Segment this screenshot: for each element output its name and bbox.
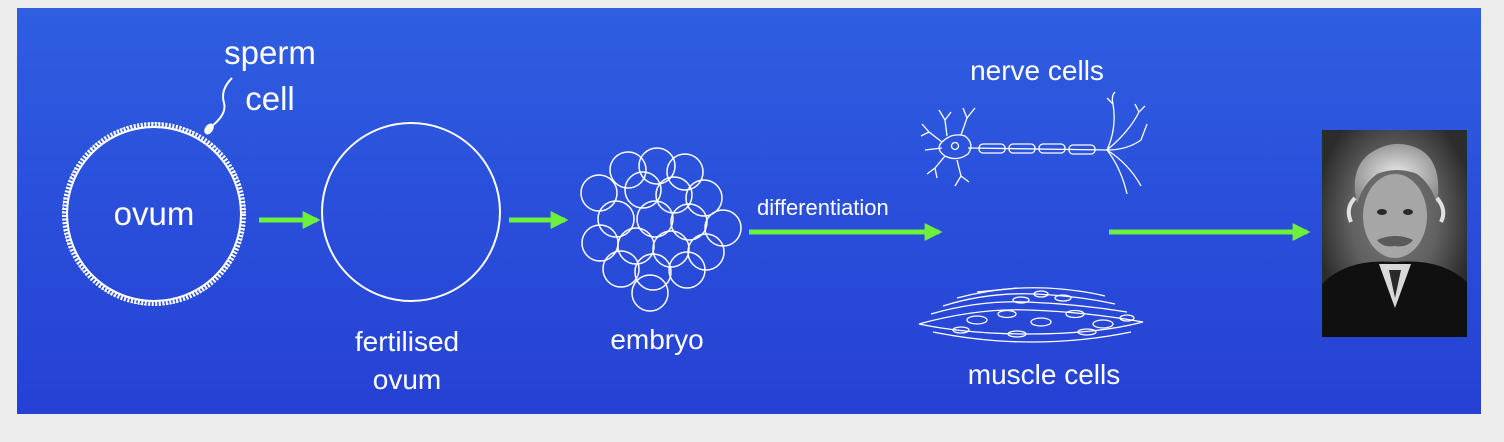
fertilised-label-line2: ovum — [373, 364, 441, 395]
embryo-cluster — [580, 147, 742, 312]
nerve-cells-label: nerve cells — [970, 55, 1104, 86]
ovum-cell — [62, 122, 246, 306]
sperm-label-line1: sperm — [224, 34, 316, 71]
sperm-label-line2: cell — [245, 80, 295, 117]
ovum-label: ovum — [114, 195, 195, 232]
slide: ovum sperm cell fertilised ovum — [17, 8, 1481, 414]
diagram: ovum sperm cell fertilised ovum — [62, 34, 1467, 395]
fertilised-label-line1: fertilised — [355, 326, 459, 357]
embryo-label: embryo — [610, 324, 703, 355]
muscle-cells-icon — [918, 287, 1144, 343]
sperm-cell-icon — [204, 77, 233, 135]
differentiation-label: differentiation — [757, 195, 889, 220]
fertilised-ovum-cell — [321, 122, 501, 302]
portrait-photo-icon — [1322, 130, 1467, 337]
nerve-cell-icon — [920, 91, 1148, 195]
muscle-cells-label: muscle cells — [968, 359, 1120, 390]
